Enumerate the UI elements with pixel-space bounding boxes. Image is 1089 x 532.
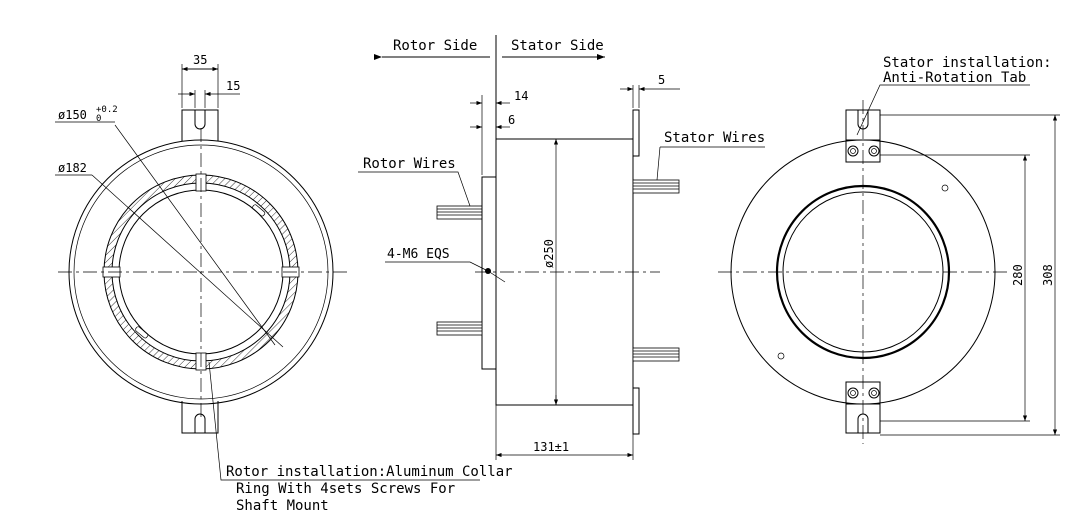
rotor-wire-bundle-top (436, 204, 483, 221)
side-view (358, 35, 765, 460)
dim-131: 131±1 (533, 440, 569, 454)
dim-150-tol-lower: 0 (96, 114, 101, 124)
stator-wires-label: Stator Wires (664, 130, 765, 146)
rotor-wire-bundle-bottom (436, 321, 483, 336)
dim-280: 280 (1011, 264, 1025, 286)
screws-label: 4-M6 EQS (387, 247, 450, 262)
dim-15: 15 (226, 79, 240, 93)
stator-end-view (718, 84, 1060, 444)
dim-35: 35 (193, 53, 207, 67)
dim-182: ø182 (58, 161, 87, 175)
dim-308: 308 (1041, 264, 1055, 286)
dim-150-tol-upper: +0.2 (96, 105, 118, 115)
stator-install-line-1: Stator installation: (883, 55, 1052, 71)
stator-side-label: Stator Side (511, 38, 604, 54)
rotor-install-line-1: Rotor installation:Aluminum Collar (226, 464, 513, 480)
rotor-install-line-3: Shaft Mount (236, 498, 329, 514)
dim-5: 5 (658, 73, 665, 87)
stator-wire-bundle-bottom (632, 347, 680, 362)
stator-install-line-2: Anti-Rotation Tab (883, 70, 1026, 86)
dim-6: 6 (508, 113, 515, 127)
rotor-end-view (55, 64, 480, 481)
rotor-install-line-2: Ring With 4sets Screws For (236, 481, 455, 497)
stator-wire-bundle-top (632, 179, 680, 194)
dim-150: ø150 (58, 108, 87, 122)
rotor-wires-label: Rotor Wires (363, 156, 456, 172)
rotor-side-label: Rotor Side (393, 38, 477, 54)
dim-250: ø250 (542, 239, 556, 268)
dim-14: 14 (514, 89, 528, 103)
